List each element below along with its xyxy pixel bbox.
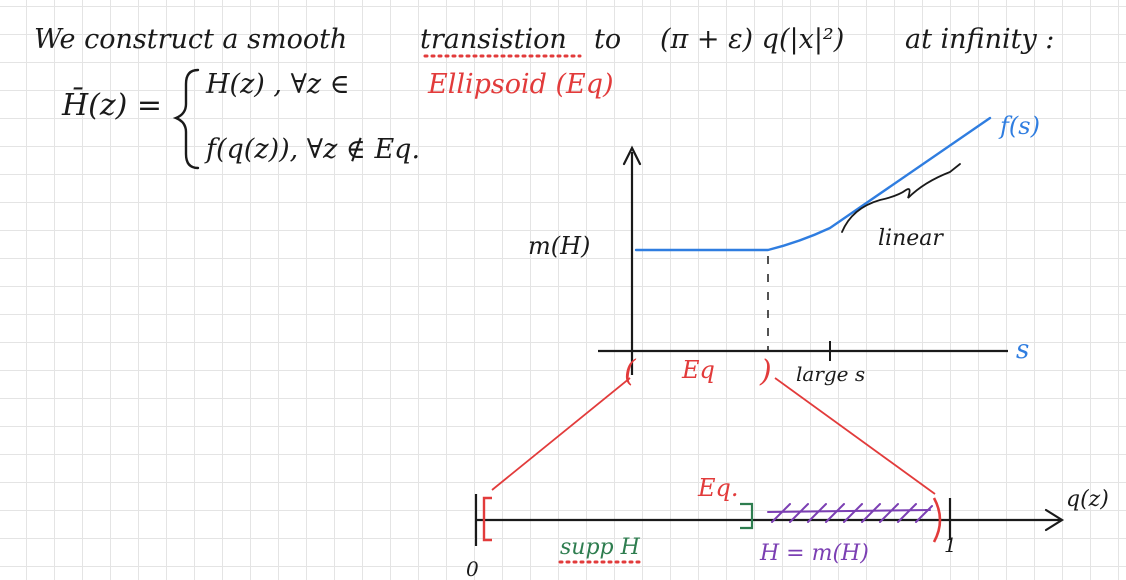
- interval-close-bracket: ): [759, 354, 772, 389]
- h-equals-mH-label: H = m(H): [759, 541, 869, 566]
- lower-axis-arrow: [1044, 508, 1065, 532]
- lower-axis-label: q(z): [1066, 487, 1109, 512]
- f-curve-label: f(s): [998, 112, 1040, 140]
- cases-brace: [172, 68, 200, 170]
- lower-eq-label: Eq.: [697, 474, 739, 502]
- hatched-region: [767, 503, 933, 523]
- hbar-lhs: H̄(z) =: [61, 87, 162, 123]
- case1-ellipsoid-set: Ellipsoid (Eq): [427, 69, 614, 100]
- linear-annotation-stroke: [841, 163, 961, 233]
- supp-end-bracket: [740, 502, 754, 530]
- large-s-label: large s: [796, 362, 865, 386]
- mH-level-label: m(H): [528, 232, 590, 260]
- interval-eq-label: Eq: [681, 356, 715, 384]
- intro-expression: (π + ε) q(|x|²): [660, 24, 844, 55]
- intro-suffix: at infinity :: [905, 24, 1054, 55]
- upper-y-axis-arrow: [622, 145, 642, 166]
- zoom-line-left: [491, 377, 631, 491]
- supp-label: supp H: [560, 535, 641, 560]
- intro-transition-word: transistion: [420, 24, 567, 55]
- eq-left-bracket: [482, 496, 492, 542]
- f-curve: [634, 116, 992, 252]
- case1-expression: H(z) , ∀z ∈: [205, 69, 350, 100]
- one-label: 1: [944, 533, 957, 557]
- origin-label: 0: [466, 557, 479, 580]
- eq-right-bracket: [932, 497, 942, 543]
- linear-annotation-label: linear: [878, 226, 944, 251]
- case2-expression: f(q(z)), ∀z ∉ Eq.: [204, 134, 420, 165]
- zoom-line-right: [774, 377, 936, 495]
- interval-open-bracket: (: [624, 354, 637, 389]
- intro-prefix: We construct a smooth: [34, 24, 347, 55]
- upper-x-axis-label: s: [1016, 335, 1029, 365]
- intro-to: to: [594, 24, 621, 55]
